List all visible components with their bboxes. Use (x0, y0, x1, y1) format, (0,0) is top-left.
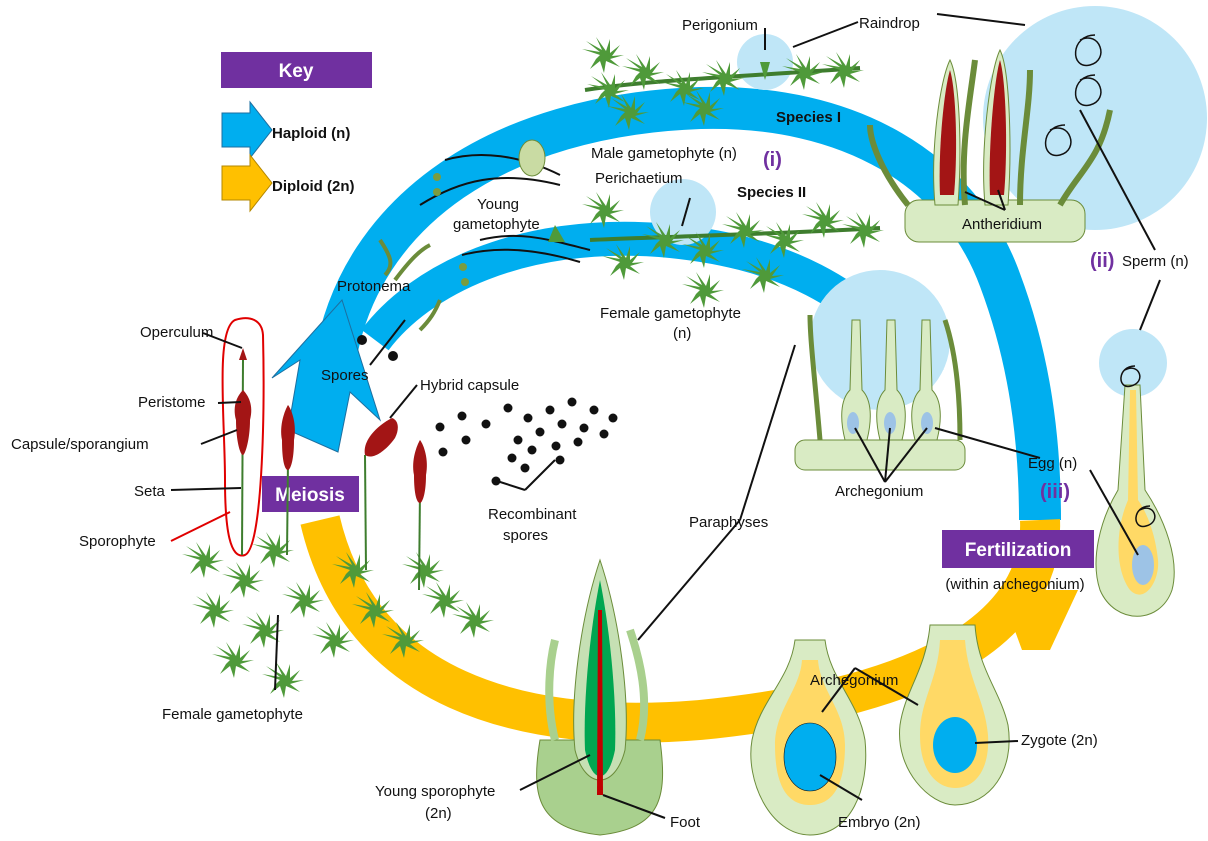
antheridium-label: Antheridium (962, 216, 1042, 233)
marker-i: (i) (763, 149, 782, 171)
recombinant-spores-dots (436, 398, 618, 486)
protonema-label: Protonema (337, 278, 411, 295)
spores-label: Spores (321, 367, 369, 384)
capsule-label: Capsule/sporangium (11, 436, 149, 453)
seta-label: Seta (134, 483, 166, 500)
female-gametophyte-n-label-2: (n) (673, 325, 691, 342)
operculum-label: Operculum (140, 324, 213, 341)
key-title: Key (279, 61, 314, 82)
marker-ii: (ii) (1090, 250, 1114, 272)
sporophyte-label: Sporophyte (79, 533, 156, 550)
species-2-label: Species II (737, 184, 806, 201)
sperm-egg-drawing (1096, 329, 1174, 616)
species-1-label: Species I (776, 109, 841, 126)
recombinant-spores-label-2: spores (503, 527, 548, 544)
male-gametophyte-label: Male gametophyte (n) (591, 145, 737, 162)
embryo-label: Embryo (2n) (838, 814, 921, 831)
young-gametophyte-label-2: gametophyte (453, 216, 540, 233)
diploid-key-arrow (222, 155, 272, 211)
perichaetium-label: Perichaetium (595, 170, 683, 187)
perigonium-label: Perigonium (682, 17, 758, 34)
hybrid-capsule-label: Hybrid capsule (420, 377, 519, 394)
meiosis-box: Meiosis (262, 476, 359, 512)
female-gametophyte-n-label-1: Female gametophyte (600, 305, 741, 322)
fertilization-note: (within archegonium) (945, 576, 1084, 593)
foot-label: Foot (670, 814, 701, 831)
archegonium-top-label: Archegonium (835, 483, 923, 500)
hybrid-capsule-shape (365, 418, 398, 456)
sperm-label: Sperm (n) (1122, 253, 1189, 270)
young-sporophyte-label-2: (2n) (425, 805, 452, 822)
archegonium-embryo-drawing (751, 640, 866, 835)
antheridium-drawing (870, 6, 1207, 242)
young-sporophyte-label-1: Young sporophyte (375, 783, 495, 800)
young-gametophyte-label-1: Young (477, 196, 519, 213)
recombinant-spores-label-1: Recombinant (488, 506, 577, 523)
archegonium-bottom-label: Archegonium (810, 672, 898, 689)
peristome-label: Peristome (138, 394, 206, 411)
key-panel: Key Haploid (n) Diploid (2n) (221, 52, 372, 211)
raindrop-label: Raindrop (859, 15, 920, 32)
haploid-key-label: Haploid (n) (272, 125, 350, 142)
haploid-key-arrow (222, 102, 272, 158)
fertilization-label: Fertilization (965, 540, 1072, 561)
zygote-label: Zygote (2n) (1021, 732, 1098, 749)
diploid-key-label: Diploid (2n) (272, 178, 355, 195)
marker-iii: (iii) (1040, 481, 1070, 503)
fertilization-box: Fertilization (942, 530, 1094, 568)
zygote-shape (933, 717, 977, 773)
meiosis-label: Meiosis (275, 485, 345, 506)
paraphyses-label: Paraphyses (689, 514, 768, 531)
female-gametophyte-label: Female gametophyte (162, 706, 303, 723)
egg-label: Egg (n) (1028, 455, 1077, 472)
fertilization-arrowhead (1000, 590, 1078, 650)
